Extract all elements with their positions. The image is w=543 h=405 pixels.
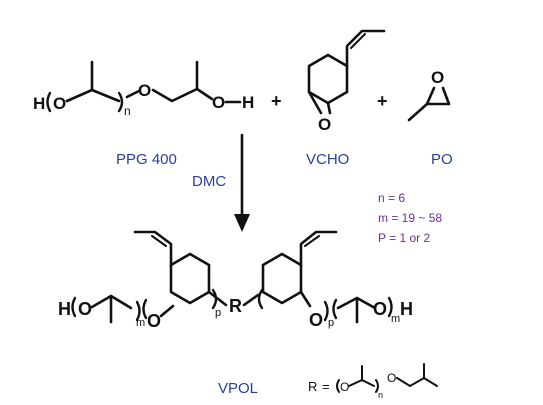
ppg-o1: O — [53, 94, 66, 113]
conditions-list: n = 6 m = 19 ~ 58 P = 1 or 2 — [378, 191, 442, 245]
rdef-chain-2 — [396, 377, 438, 387]
rdef-o1: O — [340, 380, 349, 394]
rdef-eq: = — [322, 379, 330, 394]
ppg-close-paren — [117, 91, 124, 113]
rdef-close-paren — [375, 379, 379, 393]
vpol-ring-r-bond-right — [242, 293, 260, 307]
vpol-paren-1 — [71, 296, 77, 318]
reaction-arrow — [234, 133, 250, 232]
vpol-paren-3 — [142, 298, 148, 320]
condition-p: P = 1 or 2 — [378, 231, 430, 245]
rdef-sub-n: n — [378, 390, 383, 400]
vpol-ring-o3-bond — [299, 290, 312, 308]
ppg-sub-n: n — [124, 104, 131, 118]
vpol-paren-6 — [323, 300, 329, 322]
po-methyl — [407, 102, 429, 122]
vpol-h-left: H — [58, 299, 71, 319]
ppg-bond-o2 — [125, 89, 141, 99]
vpol-paren-2 — [135, 300, 141, 322]
rdef-chain-1 — [348, 379, 375, 387]
r-definition: R = O n O — [308, 363, 438, 400]
vcho-structure: O — [307, 29, 386, 134]
ppg-o3: O — [212, 93, 225, 112]
vpol-o2: O — [147, 311, 161, 331]
vpol-paren-5 — [257, 288, 264, 310]
po-label: PO — [431, 151, 453, 168]
vpol-h-right: H — [400, 299, 413, 319]
ppg-open-paren — [46, 91, 52, 113]
vpol-sub-p-left: p — [215, 307, 221, 319]
vpol-structure: H O m O p R O p O m H — [58, 230, 413, 331]
ppg400-label: PPG 400 — [116, 151, 177, 168]
ppg-chain-1 — [65, 88, 121, 103]
po-structure: O — [407, 68, 451, 122]
vpol-o2-ring-bond — [159, 304, 175, 318]
ppg400-structure: H O n O O H — [33, 60, 254, 118]
vpol-sub-p-right: p — [328, 317, 334, 329]
vpol-r: R — [229, 296, 242, 316]
vpol-o4: O — [373, 299, 387, 319]
rdef-o2: O — [387, 371, 396, 385]
po-epoxide-o: O — [431, 68, 444, 87]
vcho-epox-bond-2 — [326, 101, 332, 115]
ppg-chain-2 — [151, 87, 214, 103]
vpol-label: VPOL — [218, 380, 258, 397]
vpol-right-ring — [261, 252, 303, 305]
ppg-h-left: H — [33, 94, 45, 113]
vpol-paren-4 — [211, 288, 218, 310]
vpol-o1: O — [78, 299, 92, 319]
vpol-right-vinyl — [299, 230, 338, 267]
vpol-left-vinyl — [133, 230, 173, 267]
vcho-label: VCHO — [306, 151, 349, 168]
vpol-right-vinyl-double — [304, 235, 320, 247]
rdef-r: R — [308, 379, 317, 394]
condition-n: n = 6 — [378, 191, 405, 205]
vcho-epoxide-o: O — [318, 115, 331, 134]
vpol-left-vinyl-double — [151, 235, 167, 247]
ppg-h-right: H — [242, 93, 254, 112]
plus-sign-2: + — [377, 91, 388, 111]
vcho-vinyl-double — [350, 33, 366, 49]
vpol-paren-7 — [332, 298, 338, 320]
ppg-o2: O — [138, 81, 151, 100]
vpol-left-ring — [169, 252, 211, 305]
vpol-ring-r-bond-left — [207, 290, 228, 307]
condition-m: m = 19 ~ 58 — [378, 211, 442, 225]
vpol-o3: O — [309, 310, 323, 330]
vcho-vinyl — [345, 29, 386, 68]
vcho-epox-bond-1 — [307, 90, 323, 115]
vpol-sub-m-right: m — [391, 313, 400, 325]
vcho-ring — [307, 53, 349, 105]
plus-sign-1: + — [271, 91, 282, 111]
catalyst-label: DMC — [192, 173, 226, 190]
vpol-sub-m-left: m — [136, 317, 145, 329]
vpol-paren-8 — [387, 296, 393, 318]
arrow-head — [234, 214, 250, 232]
rdef-open-paren — [336, 379, 340, 393]
po-ring — [425, 86, 451, 106]
